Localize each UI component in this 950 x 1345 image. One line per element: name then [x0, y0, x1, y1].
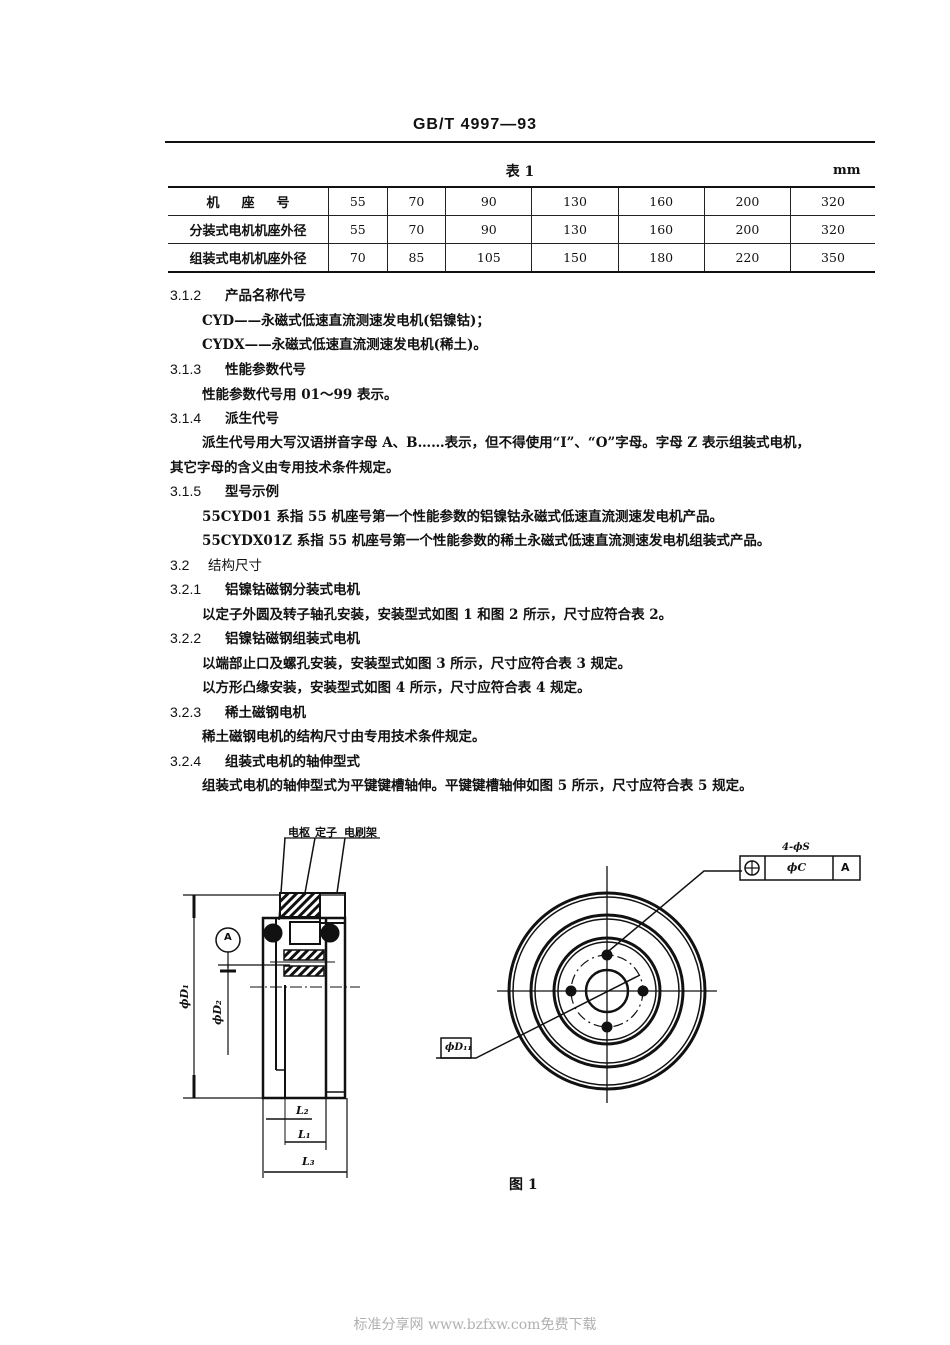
table-cell: 200: [703, 215, 791, 244]
section-number: 3.1.2: [170, 287, 202, 303]
standard-number-header: GB/T 4997—93: [412, 116, 538, 133]
table-1: 机座号 55 70 90 130 160 200 320 分装式电机机座外径 5…: [168, 186, 875, 273]
section-title: 稀土磁钢电机: [225, 705, 306, 721]
table-cell: 130: [531, 215, 619, 244]
table-cell: 55: [328, 215, 388, 244]
section-number: 3.1.5: [170, 483, 202, 499]
section-title: 性能参数代号: [225, 362, 306, 378]
section-title: 产品名称代号: [225, 288, 306, 304]
figure-caption: 图 1: [509, 1177, 538, 1193]
table-cell: 90: [445, 186, 532, 216]
section-title: 结构尺寸: [208, 558, 262, 574]
tolerance-datum: A: [841, 861, 850, 874]
dim-l2: L₂: [296, 1104, 309, 1117]
watermark: 标准分享网 www.bzfxw.com免费下载: [353, 1317, 597, 1333]
section-number: 3.2.3: [170, 704, 202, 720]
paragraph: 以定子外圆及转子轴孔安装，安装型式如图 1 和图 2 所示，尺寸应符合表 2。: [202, 607, 673, 623]
table-row: 分装式电机机座外径 55 70 90 130 160 200 320: [168, 215, 875, 244]
dim-d11: ϕD₁₁: [445, 1042, 472, 1053]
table-1-unit: mm: [833, 163, 861, 178]
section-heading-3-1-5: 3.1.5 型号示例: [170, 480, 279, 500]
row-header: 机座号: [168, 186, 329, 216]
section-heading-3-2: 3.2 结构尺寸: [170, 554, 262, 574]
section-heading-3-2-1: 3.2.1 铝镍钴磁钢分装式电机: [170, 578, 360, 598]
dim-l1: L₁: [298, 1128, 311, 1141]
table-cell: 320: [789, 215, 875, 244]
section-title: 铝镍钴磁钢组装式电机: [225, 631, 360, 647]
section-heading-3-1-3: 3.1.3 性能参数代号: [170, 358, 306, 378]
table-cell: 150: [531, 243, 619, 273]
table-cell: 200: [703, 186, 791, 216]
section-heading-3-2-4: 3.2.4 组装式电机的轴伸型式: [170, 750, 360, 770]
tolerance-note: 4-ϕS: [782, 842, 810, 853]
table-cell: 160: [617, 186, 705, 216]
table-cell: 105: [445, 243, 532, 273]
section-title: 派生代号: [225, 411, 279, 427]
paragraph: 派生代号用大写汉语拼音字母 A、B……表示，但不得使用“I”、“O”字母。字母 …: [202, 435, 810, 451]
row-header: 组装式电机机座外径: [168, 243, 329, 273]
table-cell: 70: [328, 243, 388, 273]
section-number: 3.2.4: [170, 753, 202, 769]
section-heading-3-1-4: 3.1.4 派生代号: [170, 407, 279, 427]
section-title: 型号示例: [225, 484, 279, 500]
callout-stator: 定子: [315, 826, 337, 839]
table-cell: 55: [328, 186, 388, 216]
dim-l3: L₃: [302, 1155, 315, 1168]
table-cell: 70: [386, 186, 446, 216]
table-cell: 160: [617, 215, 705, 244]
section-heading-3-2-3: 3.2.3 稀土磁钢电机: [170, 701, 306, 721]
paragraph: 55CYD01 系指 55 机座号第一个性能参数的铝镍钴永磁式低速直流测速发电机…: [202, 509, 724, 525]
section-heading-3-2-2: 3.2.2 铝镍钴磁钢组装式电机: [170, 627, 360, 647]
table-cell: 90: [445, 215, 532, 244]
table-row: 机座号 55 70 90 130 160 200 320: [168, 186, 875, 216]
callout-brush-holder: 电刷架: [344, 826, 377, 839]
section-number: 3.2.2: [170, 630, 202, 646]
paragraph: 组装式电机的轴伸型式为平键键槽轴伸。平键键槽轴伸如图 5 所示，尺寸应符合表 5…: [202, 778, 753, 794]
paragraph: 稀土磁钢电机的结构尺寸由专用技术条件规定。: [202, 729, 486, 745]
table-cell: 320: [789, 186, 875, 216]
section-title: 铝镍钴磁钢分装式电机: [225, 582, 360, 598]
section-title: 组装式电机的轴伸型式: [225, 754, 360, 770]
table-cell: 180: [617, 243, 705, 273]
paragraph: CYDX——永磁式低速直流测速发电机(稀土)。: [202, 337, 487, 353]
tolerance-value: ϕC: [787, 861, 807, 874]
table-cell: 85: [386, 243, 446, 273]
table-cell: 130: [531, 186, 619, 216]
table-cell: 350: [789, 243, 875, 273]
row-header: 分装式电机机座外径: [168, 215, 329, 244]
paragraph: 性能参数代号用 01～99 表示。: [202, 387, 398, 403]
header-rule: [165, 141, 875, 143]
section-number: 3.2: [170, 557, 190, 573]
paragraph: 以方形凸缘安装，安装型式如图 4 所示，尺寸应符合表 4 规定。: [202, 680, 591, 696]
paragraph: 55CYDX01Z 系指 55 机座号第一个性能参数的稀土永磁式低速直流测速发电…: [202, 533, 771, 549]
table-cell: 70: [386, 215, 446, 244]
section-number: 3.2.1: [170, 581, 202, 597]
section-number: 3.1.4: [170, 410, 202, 426]
table-cell: 220: [703, 243, 791, 273]
datum-label: A: [224, 932, 232, 943]
paragraph-continued: 其它字母的含义由专用技术条件规定。: [170, 460, 400, 476]
table-1-caption: 表 1: [505, 164, 535, 180]
paragraph: 以端部止口及螺孔安装，安装型式如图 3 所示，尺寸应符合表 3 规定。: [202, 656, 632, 672]
section-heading-3-1-2: 3.1.2 产品名称代号: [170, 284, 306, 304]
callout-armature: 电枢: [288, 826, 310, 839]
section-number: 3.1.3: [170, 361, 202, 377]
paragraph: CYD——永磁式低速直流测速发电机(铝镍钴)；: [202, 313, 490, 329]
dim-d1: ϕD₁: [177, 984, 191, 1009]
dim-d2: ϕD₂: [210, 1000, 224, 1025]
table-row: 组装式电机机座外径 70 85 105 150 180 220 350: [168, 243, 875, 273]
